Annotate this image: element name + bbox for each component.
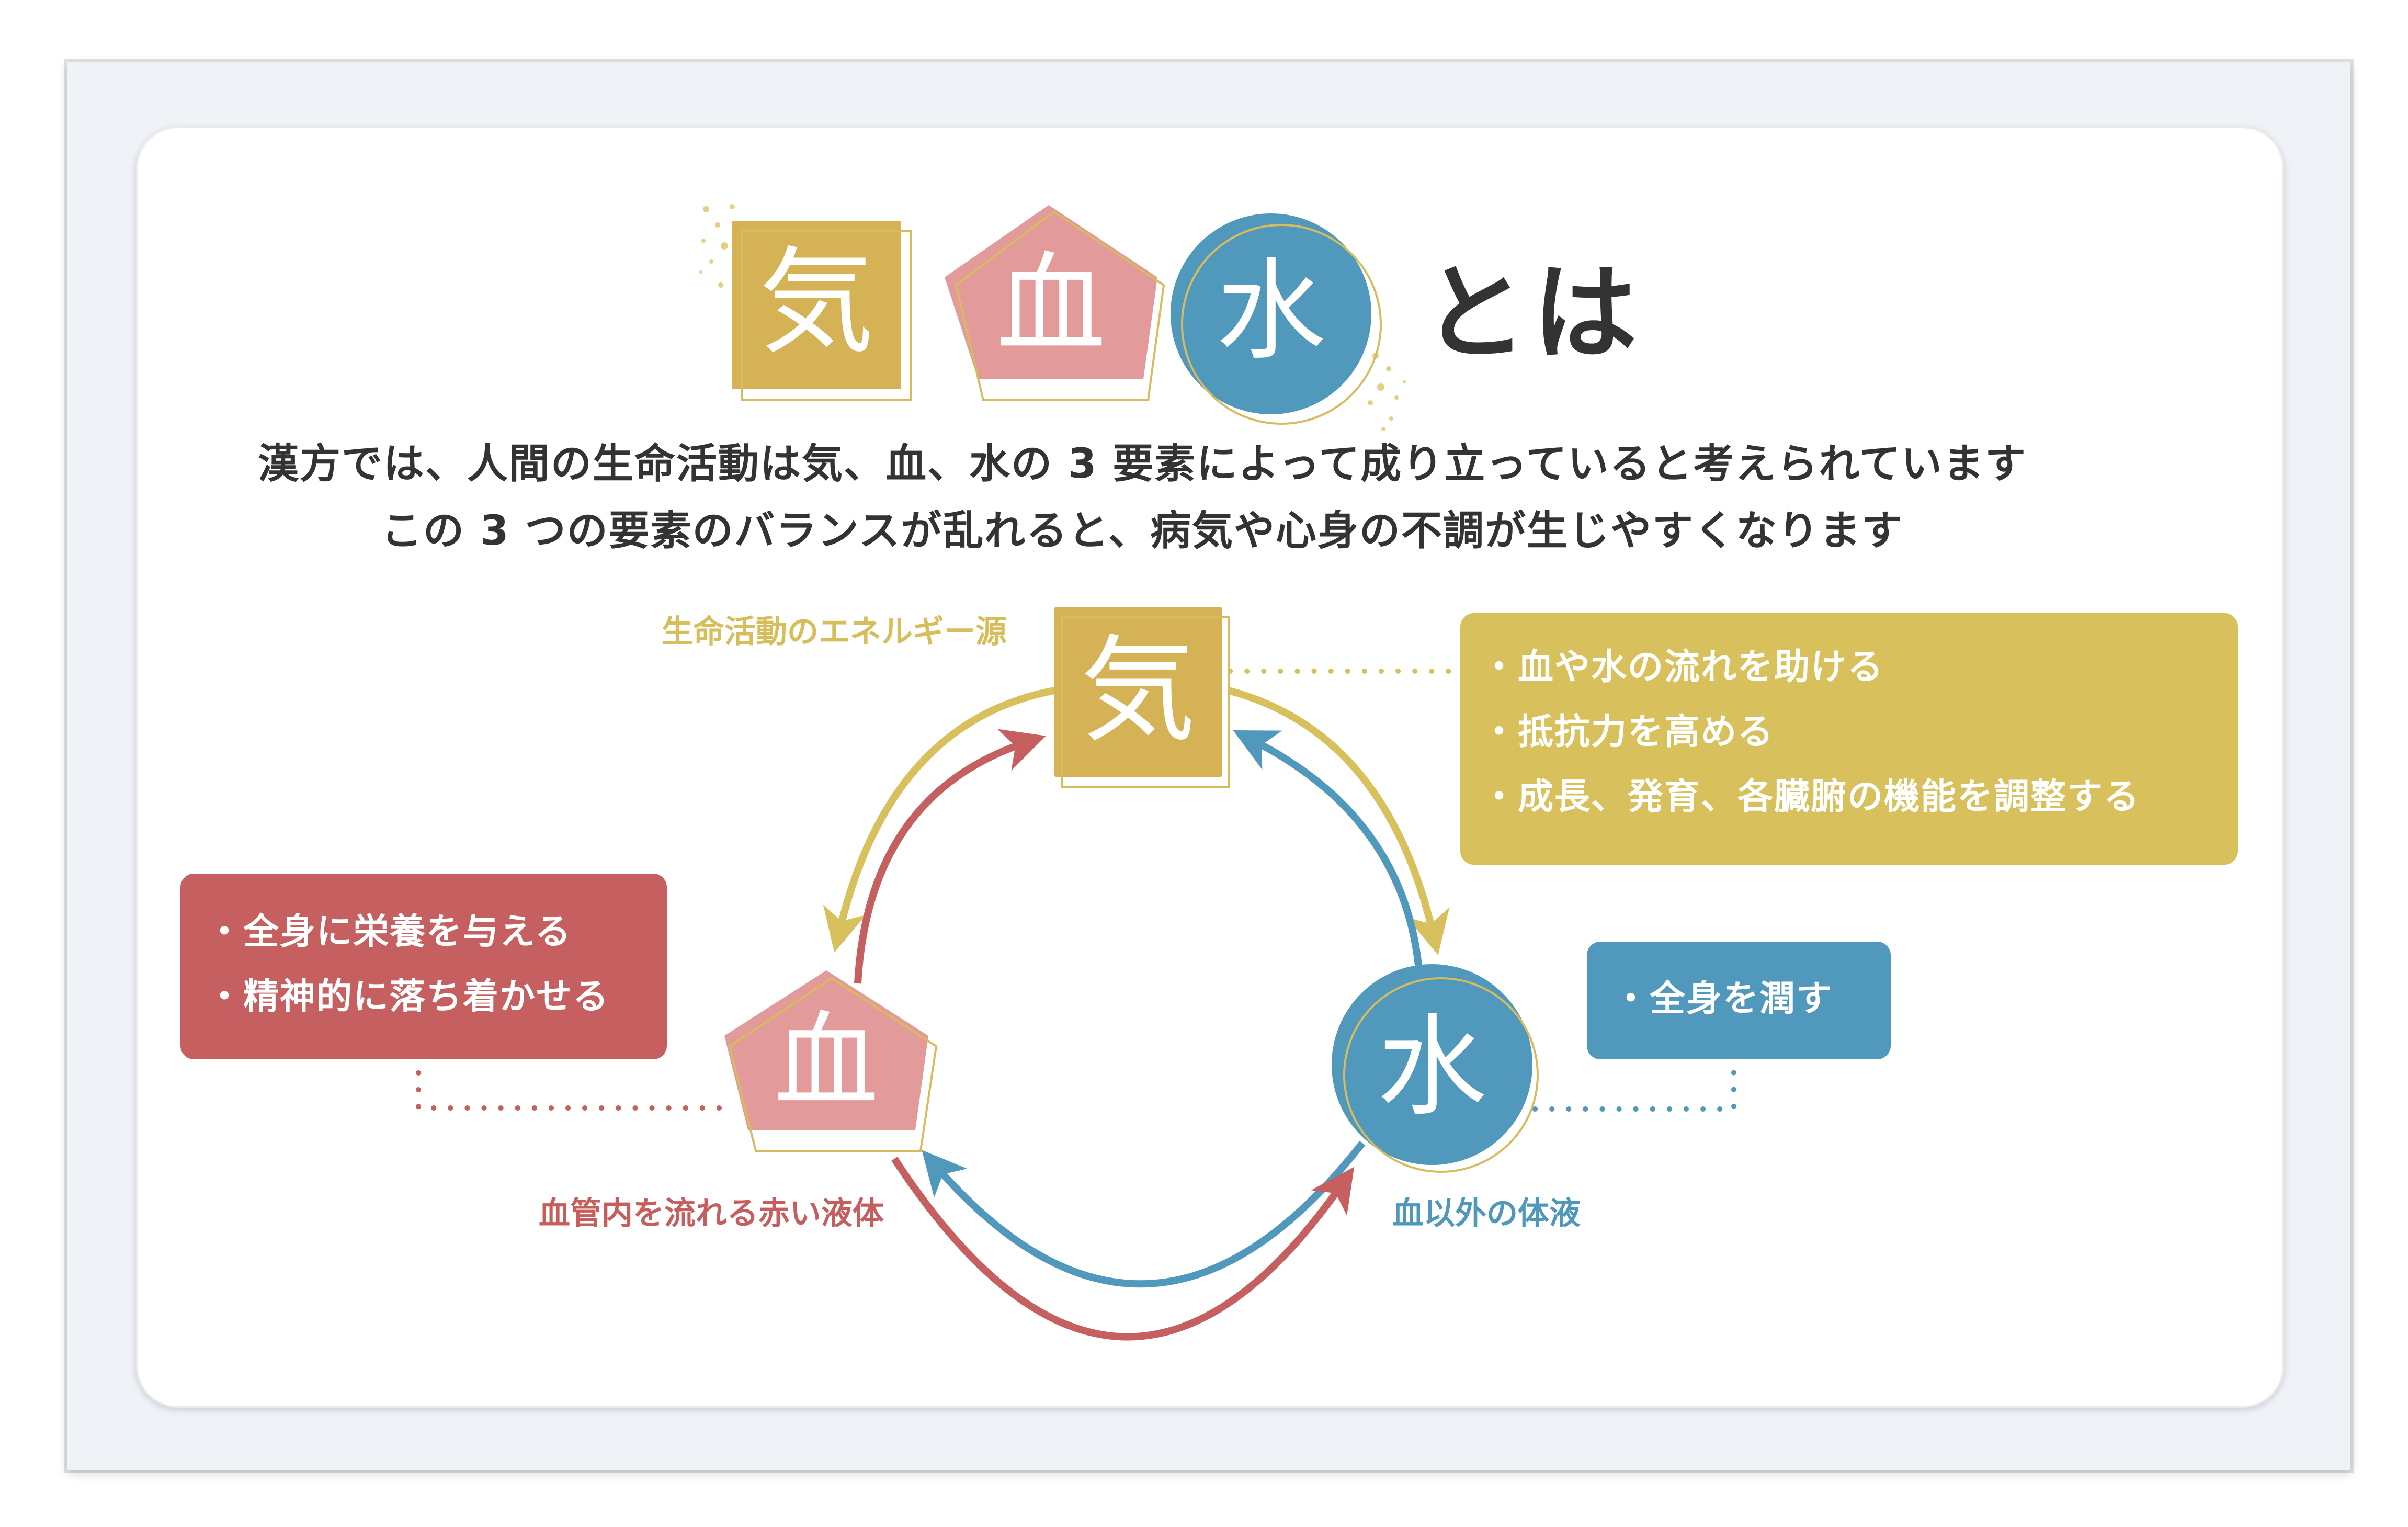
ki-functions-box: 血や水の流れを助ける 抵抗力を高める 成長、発育、各臓腑の機能を調整する bbox=[1460, 613, 2238, 865]
node-sui-circle bbox=[1332, 964, 1539, 1173]
node-ki-glyph: 気 bbox=[1080, 624, 1196, 757]
sui-functions-box: 全身を潤す bbox=[1587, 942, 1891, 1059]
title-ketsu-pentagon bbox=[945, 205, 1165, 401]
sui-function-item: 全身を潤す bbox=[1613, 981, 1891, 1017]
arrow-ketsu-to-ki bbox=[854, 729, 1046, 984]
ki-function-item: 血や水の流れを助ける bbox=[1481, 650, 2238, 685]
title-sui-glyph: 水 bbox=[1216, 247, 1326, 375]
node-sui-glyph: 水 bbox=[1377, 1003, 1487, 1131]
title-ki-square bbox=[732, 221, 912, 401]
title-ketsu-glyph: 血 bbox=[996, 241, 1106, 369]
node-ketsu-pentagon bbox=[724, 970, 938, 1152]
node-ketsu-label: 血管内を流れる赤い液体 bbox=[539, 1195, 884, 1232]
ketsu-function-item: 全身に栄養を与える bbox=[207, 914, 667, 950]
arrow-ketsu-to-sui bbox=[891, 1157, 1355, 1341]
title-suffix: とは bbox=[1423, 253, 1643, 375]
ketsu-function-item: 精神的に落ち着かせる bbox=[207, 979, 667, 1015]
arrow-sui-to-ketsu bbox=[922, 1140, 1366, 1288]
node-ki-label: 生命活動のエネルギー源 bbox=[662, 614, 1007, 650]
node-ki-square bbox=[1054, 607, 1230, 788]
connector-lines bbox=[416, 669, 1736, 1112]
node-ketsu-glyph: 血 bbox=[774, 1001, 879, 1123]
title-ki-glyph: 気 bbox=[758, 235, 874, 369]
node-sui-label: 血以外の体液 bbox=[1392, 1195, 1581, 1232]
arrow-sui-to-ki bbox=[1233, 730, 1422, 966]
intro-line-2: この 3 つの要素のバランスが乱れると、病気や心身の不調が生じやすくなります bbox=[381, 507, 1903, 555]
title-sui-circle bbox=[1171, 213, 1382, 425]
cycle-arrows bbox=[823, 687, 1450, 1341]
arrow-ki-to-ketsu bbox=[823, 687, 1055, 953]
ki-function-item: 成長、発育、各臓腑の機能を調整する bbox=[1481, 779, 2238, 815]
ki-function-item: 抵抗力を高める bbox=[1481, 715, 2238, 750]
arrow-ki-to-sui bbox=[1228, 687, 1450, 955]
ketsu-functions-box: 全身に栄養を与える 精神的に落ち着かせる bbox=[180, 874, 667, 1059]
intro-line-1: 漢方では、人間の生命活動は気、血、水の 3 要素によって成り立っていると考えられ… bbox=[257, 440, 2027, 488]
